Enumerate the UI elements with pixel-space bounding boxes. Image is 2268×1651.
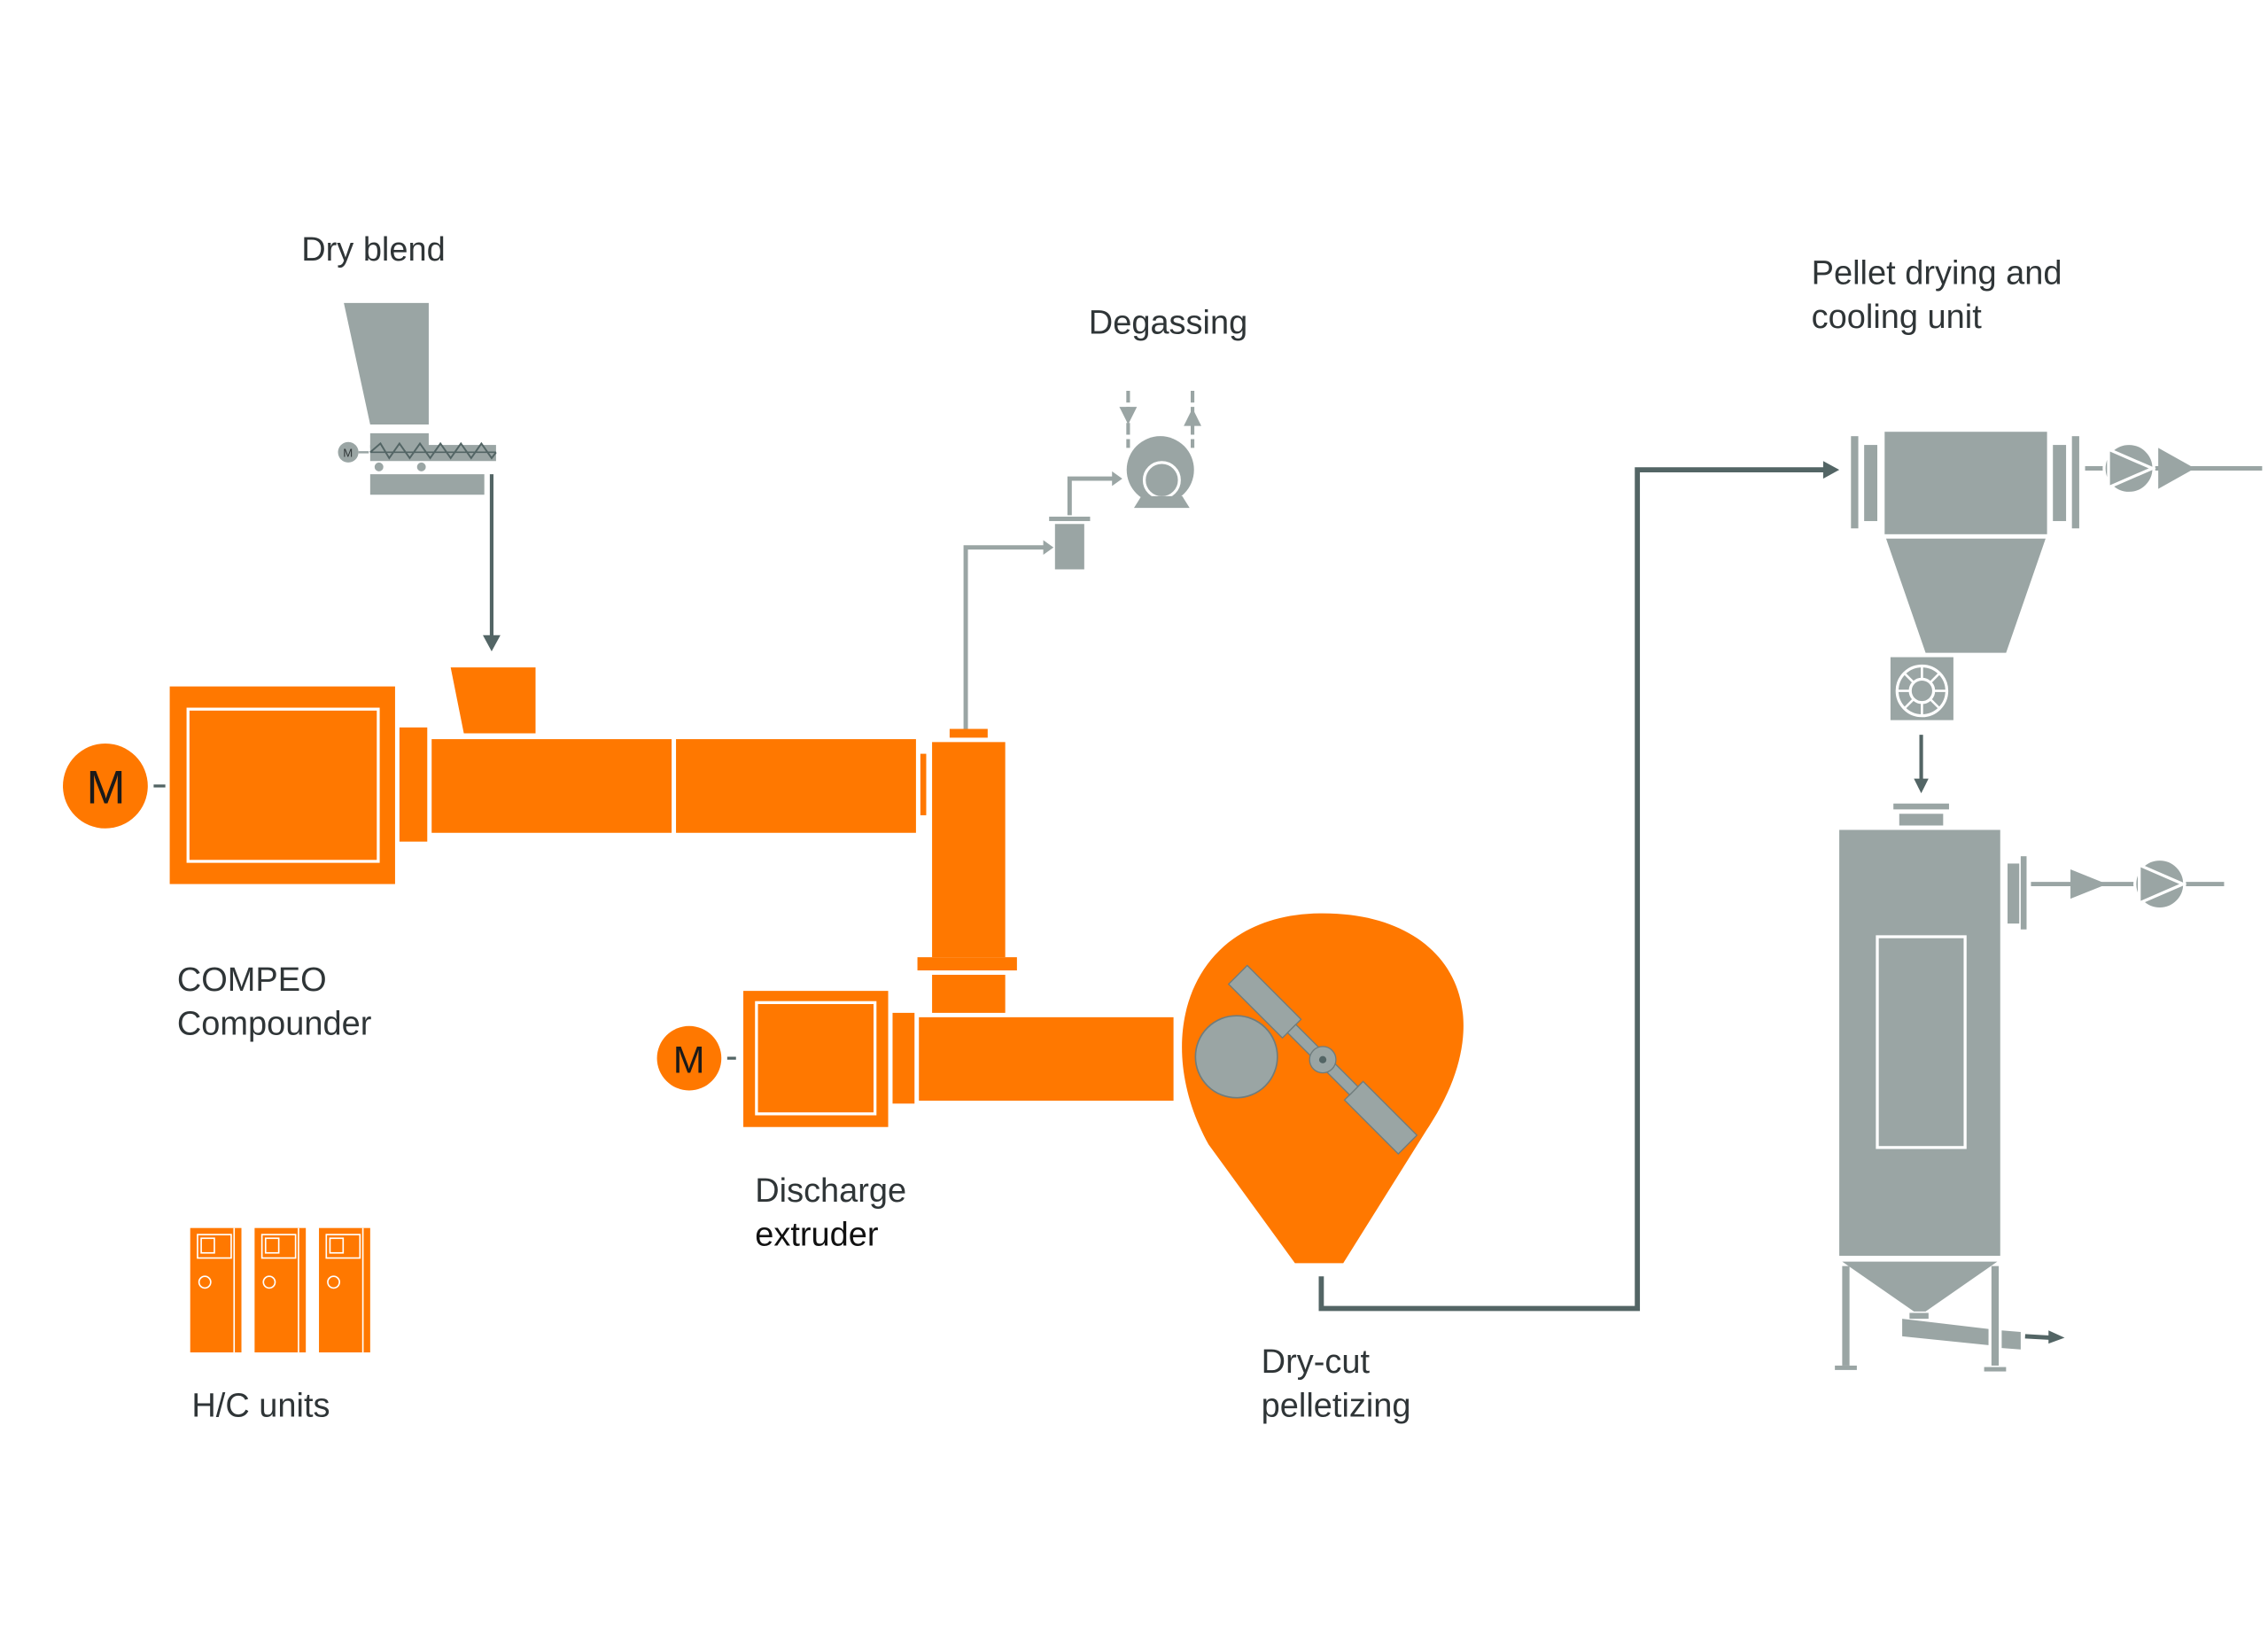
vent-port xyxy=(949,728,988,738)
pelletizer-cutter-icon xyxy=(1227,964,1418,1155)
discharge-motor-label: M xyxy=(673,1040,705,1082)
silo-blower-icon xyxy=(2133,857,2187,911)
pellet-conveying-line xyxy=(1318,461,1840,1312)
compounder-barrel-1 xyxy=(431,739,672,833)
feeder-base xyxy=(369,474,485,495)
pelletizer-label-line1: Dry-cut xyxy=(1262,1343,1371,1381)
cyclone-blower-icon xyxy=(2102,441,2156,495)
discharge-label-line2: extruder xyxy=(755,1217,879,1254)
silo-leg-right xyxy=(1991,1266,2000,1366)
cyclone-inlet-flange-inner xyxy=(1864,445,1878,521)
compounder-gearbox xyxy=(169,686,395,884)
feeder-hopper xyxy=(344,302,429,424)
pellet-drying-label-line2: cooling unit xyxy=(1812,299,1983,336)
feed-arrow-icon xyxy=(483,635,501,651)
hc-units-label: H/C units xyxy=(191,1388,330,1425)
dry-blend-feeder: Dry blend M xyxy=(301,231,501,651)
valve-discharge-arrow-icon xyxy=(1914,778,1929,794)
hc-units: H/C units xyxy=(190,1227,370,1425)
pump-outlet-arrow-icon xyxy=(1184,408,1201,426)
compounder-label-line1: COMPEO xyxy=(177,962,327,999)
cyclone-air-arrow-icon xyxy=(2158,448,2195,489)
silo-cone xyxy=(1842,1261,1998,1312)
compeo-compounder: M COMPEO Compounder xyxy=(63,667,927,1043)
pump-suction-arrow-icon xyxy=(1112,471,1122,487)
silo-discharge-conveyor xyxy=(1902,1319,1989,1345)
silo-foot-right xyxy=(1984,1367,2007,1372)
pellet-drying-cooling-unit: Pellet drying and cooling unit xyxy=(1812,254,2263,1372)
vertical-transfer-section xyxy=(917,728,1017,1013)
discharge-label-line1: Discharge xyxy=(755,1172,906,1210)
compounder-flange xyxy=(920,753,927,815)
vertical-barrel-lower xyxy=(932,974,1006,1013)
dry-blend-label: Dry blend xyxy=(301,231,446,269)
degassing-unit: Degassing xyxy=(963,305,1247,729)
pellet-transfer-arrow-icon xyxy=(1822,461,1840,479)
cyclone-body xyxy=(1884,432,2047,534)
vertical-flange xyxy=(917,957,1017,971)
compounder-gearbox-panel xyxy=(186,707,380,863)
discharge-coupling xyxy=(892,1012,915,1104)
degassing-arrow-icon xyxy=(1043,540,1054,555)
feeder-roller-icon xyxy=(374,462,384,471)
compounder-motor-label: M xyxy=(86,762,125,814)
silo-air-flange-inner xyxy=(2008,863,2020,924)
hc-cabinet xyxy=(190,1227,242,1353)
silo-inlet-flange xyxy=(1893,803,1949,810)
pellet-transfer-line xyxy=(1318,467,1827,1312)
feeder-screw-icon xyxy=(369,441,497,460)
silo-outlet xyxy=(1909,1312,1929,1320)
silo-discharge-nozzle xyxy=(2001,1330,2021,1350)
condensate-separator-cap xyxy=(1049,517,1091,521)
silo-discharge-line xyxy=(2024,1334,2052,1341)
pelletizer-die-plate xyxy=(1194,1015,1278,1099)
compounder-motor xyxy=(63,744,148,829)
pelletizer-label-line2: pelletizing xyxy=(1262,1388,1411,1425)
silo-air-flange-outer xyxy=(2020,856,2027,930)
feeder-roller-icon xyxy=(416,462,426,471)
pump-suction-line xyxy=(1067,476,1115,516)
hc-cabinet xyxy=(254,1227,307,1353)
feeder-hopper-neck xyxy=(369,432,429,448)
cyclone-outlet-flange-inner xyxy=(2053,445,2067,521)
dry-cut-pelletizer: Dry-cut pelletizing xyxy=(1182,913,1464,1425)
silo-discharge-arrow-icon xyxy=(2048,1330,2065,1344)
degassing-label: Degassing xyxy=(1089,305,1247,342)
discharge-barrel xyxy=(919,1016,1174,1101)
compounder-feed-hopper xyxy=(450,667,536,734)
pump-inlet-arrow-icon xyxy=(1119,407,1138,424)
compounder-label-line2: Compounder xyxy=(177,1006,372,1043)
silo-leg-left xyxy=(1842,1266,1850,1366)
feeder-motor-label: M xyxy=(343,446,353,459)
cyclone-outlet-flange-outer xyxy=(2071,436,2079,529)
silo-foot-left xyxy=(1835,1365,1857,1370)
silo-window xyxy=(1876,935,1967,1149)
cyclone-cone xyxy=(1885,538,2046,653)
discharge-motor xyxy=(656,1025,722,1091)
feeder-motor xyxy=(338,441,359,463)
pellet-drying-label-line1: Pellet drying and xyxy=(1812,254,2062,292)
cyclone-inlet-flange-outer xyxy=(1851,436,1859,529)
vacuum-pump-base xyxy=(1134,495,1190,509)
rotary-valve-rotor-icon xyxy=(1895,664,1949,718)
discharge-gearbox-panel xyxy=(755,1001,877,1116)
silo-inlet-neck xyxy=(1899,814,1944,826)
condensate-separator xyxy=(1054,524,1084,570)
discharge-gearbox xyxy=(743,991,889,1127)
silo-air-arrow-icon xyxy=(2070,869,2108,899)
compounder-coupling xyxy=(399,727,428,842)
hc-cabinet xyxy=(319,1227,370,1353)
compounder-barrel-2 xyxy=(676,739,916,833)
vertical-barrel xyxy=(932,742,1006,958)
degassing-vent-line xyxy=(963,545,1045,729)
silo-body xyxy=(1839,829,2000,1257)
vacuum-pump-impeller xyxy=(1142,461,1181,500)
discharge-extruder: M Discharge extruder xyxy=(656,991,1174,1254)
